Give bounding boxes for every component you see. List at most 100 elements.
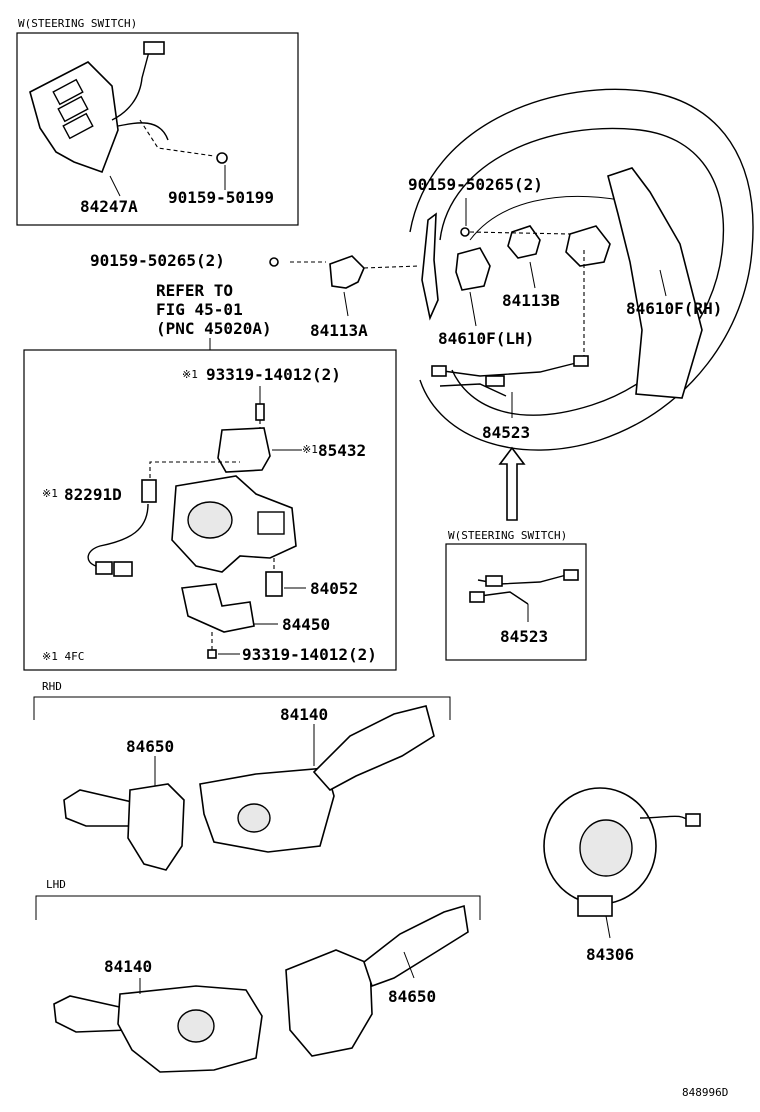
label-84140-rhd: 84140: [280, 705, 328, 724]
switch-housing-bore: [187, 501, 233, 539]
connector-82291D-end-2: [113, 561, 133, 577]
label-90159-50199: 90159-50199: [168, 188, 274, 207]
bracket-84113A: [329, 255, 365, 289]
switch-84650-rhd: [127, 783, 185, 871]
dash-84113A-2: [363, 265, 421, 269]
combination-switch-box-frame: [23, 349, 397, 671]
harness-connector-2: [485, 375, 505, 387]
wheel-spoke: [469, 195, 621, 241]
lhd-bracket: [35, 895, 481, 920]
label-84610F-lh: 84610F(LH): [438, 329, 534, 348]
switch-housing: [171, 475, 297, 573]
harness-box-title: W(STEERING SWITCH): [448, 529, 567, 542]
leader-84306: [605, 915, 611, 939]
label-84306: 84306: [586, 945, 634, 964]
leader-84113B: [529, 261, 536, 289]
steering-switch-harness-box: W(STEERING SWITCH) 84523: [445, 529, 587, 661]
lever-84140-lhd: [53, 995, 129, 1033]
leader-84113A: [343, 291, 349, 317]
part-84052: [265, 571, 283, 597]
harness-84523-branch: [439, 383, 507, 397]
spiral-cable-connector: [685, 813, 701, 827]
switch-connector: [143, 41, 165, 55]
lever-84140-rhd: [312, 705, 435, 792]
harness-84523: [435, 361, 581, 377]
switch-housing-socket: [257, 511, 285, 535]
screw-icon-left: [269, 257, 279, 267]
connector-82291D: [141, 479, 157, 503]
note-4fc: ※1 4FC: [42, 650, 84, 663]
spiral-cable-base: [577, 895, 613, 917]
switch-wire: [111, 43, 163, 121]
label-90159-50265-right: 90159-50265(2): [408, 175, 543, 194]
leader-84650-lhd: [403, 951, 415, 979]
switch-84140-rhd-bore: [237, 803, 271, 833]
steering-wheel-assembly: 84113A 90159-50265(2) 90159-50265(2) 841…: [90, 88, 754, 521]
refer-line-1: REFER TO: [156, 281, 233, 300]
dash-screw: [469, 231, 571, 235]
leader-84247A: [109, 175, 121, 197]
steering-switch-box: W(STEERING SWITCH) 90159-50199 84247A: [16, 17, 299, 226]
bracket-84113B-right: [565, 225, 611, 267]
label-84650-rhd: 84650: [126, 737, 174, 756]
rhd-bracket: [33, 696, 451, 720]
switch-dashline: [139, 119, 215, 157]
leader-84610F-rh: [659, 269, 667, 297]
steering-wheel-rim-inner: [439, 127, 725, 416]
harness-small-branch: [479, 591, 529, 605]
harness-small-connector-3: [563, 569, 579, 581]
mark-1a: ※1: [182, 368, 198, 381]
switch-wire-2: [117, 122, 169, 141]
harness-connector-3: [573, 355, 589, 367]
spiral-cable-center: [579, 819, 633, 877]
leader-84610F-lh: [469, 291, 477, 327]
lever-84650-lhd: [363, 904, 469, 988]
label-84523-small: 84523: [500, 627, 548, 646]
lever-84650-rhd: [63, 789, 137, 827]
screw-icon-93319-bot: [207, 649, 217, 659]
steering-switch-box-title: W(STEERING SWITCH): [18, 17, 137, 30]
label-93319-bot: 93319-14012(2): [242, 645, 377, 664]
label-93319-top: 93319-14012(2): [206, 365, 341, 384]
harness-small-connector-2: [469, 591, 485, 603]
harness-box-frame: [445, 543, 587, 661]
label-84247A: 84247A: [80, 197, 138, 216]
switch-button-3: [62, 112, 94, 140]
label-84650-lhd: 84650: [388, 987, 436, 1006]
label-84450: 84450: [282, 615, 330, 634]
rhd-title: RHD: [42, 680, 62, 693]
label-84523-top: 84523: [482, 423, 530, 442]
paddle-rh: [607, 167, 703, 399]
rhd-section: RHD 84650 84140: [33, 680, 451, 871]
part-84450: [181, 583, 255, 633]
refer-note: REFER TO FIG 45-01 (PNC 45020A): [156, 281, 272, 350]
bracket-84610F-lh: [455, 247, 491, 291]
harness-connector-1: [431, 365, 447, 377]
dash-82291D: [149, 461, 240, 478]
screw-icon-93319-top: [255, 403, 265, 421]
label-85432: 85432: [318, 441, 366, 460]
label-84610F-rh: 84610F(RH): [626, 299, 722, 318]
switch-button-2: [57, 95, 89, 123]
steering-switch-box-frame: [16, 32, 299, 226]
part-85432: [217, 427, 271, 473]
label-84113B: 84113B: [502, 291, 560, 310]
switch-button-1: [52, 78, 84, 106]
harness-small-connector-1: [485, 575, 503, 587]
switch-84650-lhd: [285, 949, 373, 1057]
combination-switch-box: ※1 93319-14012(2) ※1 85432 ※1 82291D 840…: [23, 349, 397, 671]
lhd-title: LHD: [46, 878, 66, 891]
screw-icon-right: [460, 227, 470, 237]
spiral-cable-84306: 84306: [543, 787, 701, 964]
mark-1b: ※1: [302, 443, 318, 456]
screw-icon: [216, 152, 228, 164]
label-84052: 84052: [310, 579, 358, 598]
switch-84140-lhd-bore: [177, 1009, 215, 1043]
connector-82291D-end: [95, 561, 113, 575]
label-84140-lhd: 84140: [104, 957, 152, 976]
refer-line-3: (PNC 45020A): [156, 319, 272, 338]
wire-82291D: [87, 503, 149, 567]
refer-line-2: FIG 45-01: [156, 300, 243, 319]
